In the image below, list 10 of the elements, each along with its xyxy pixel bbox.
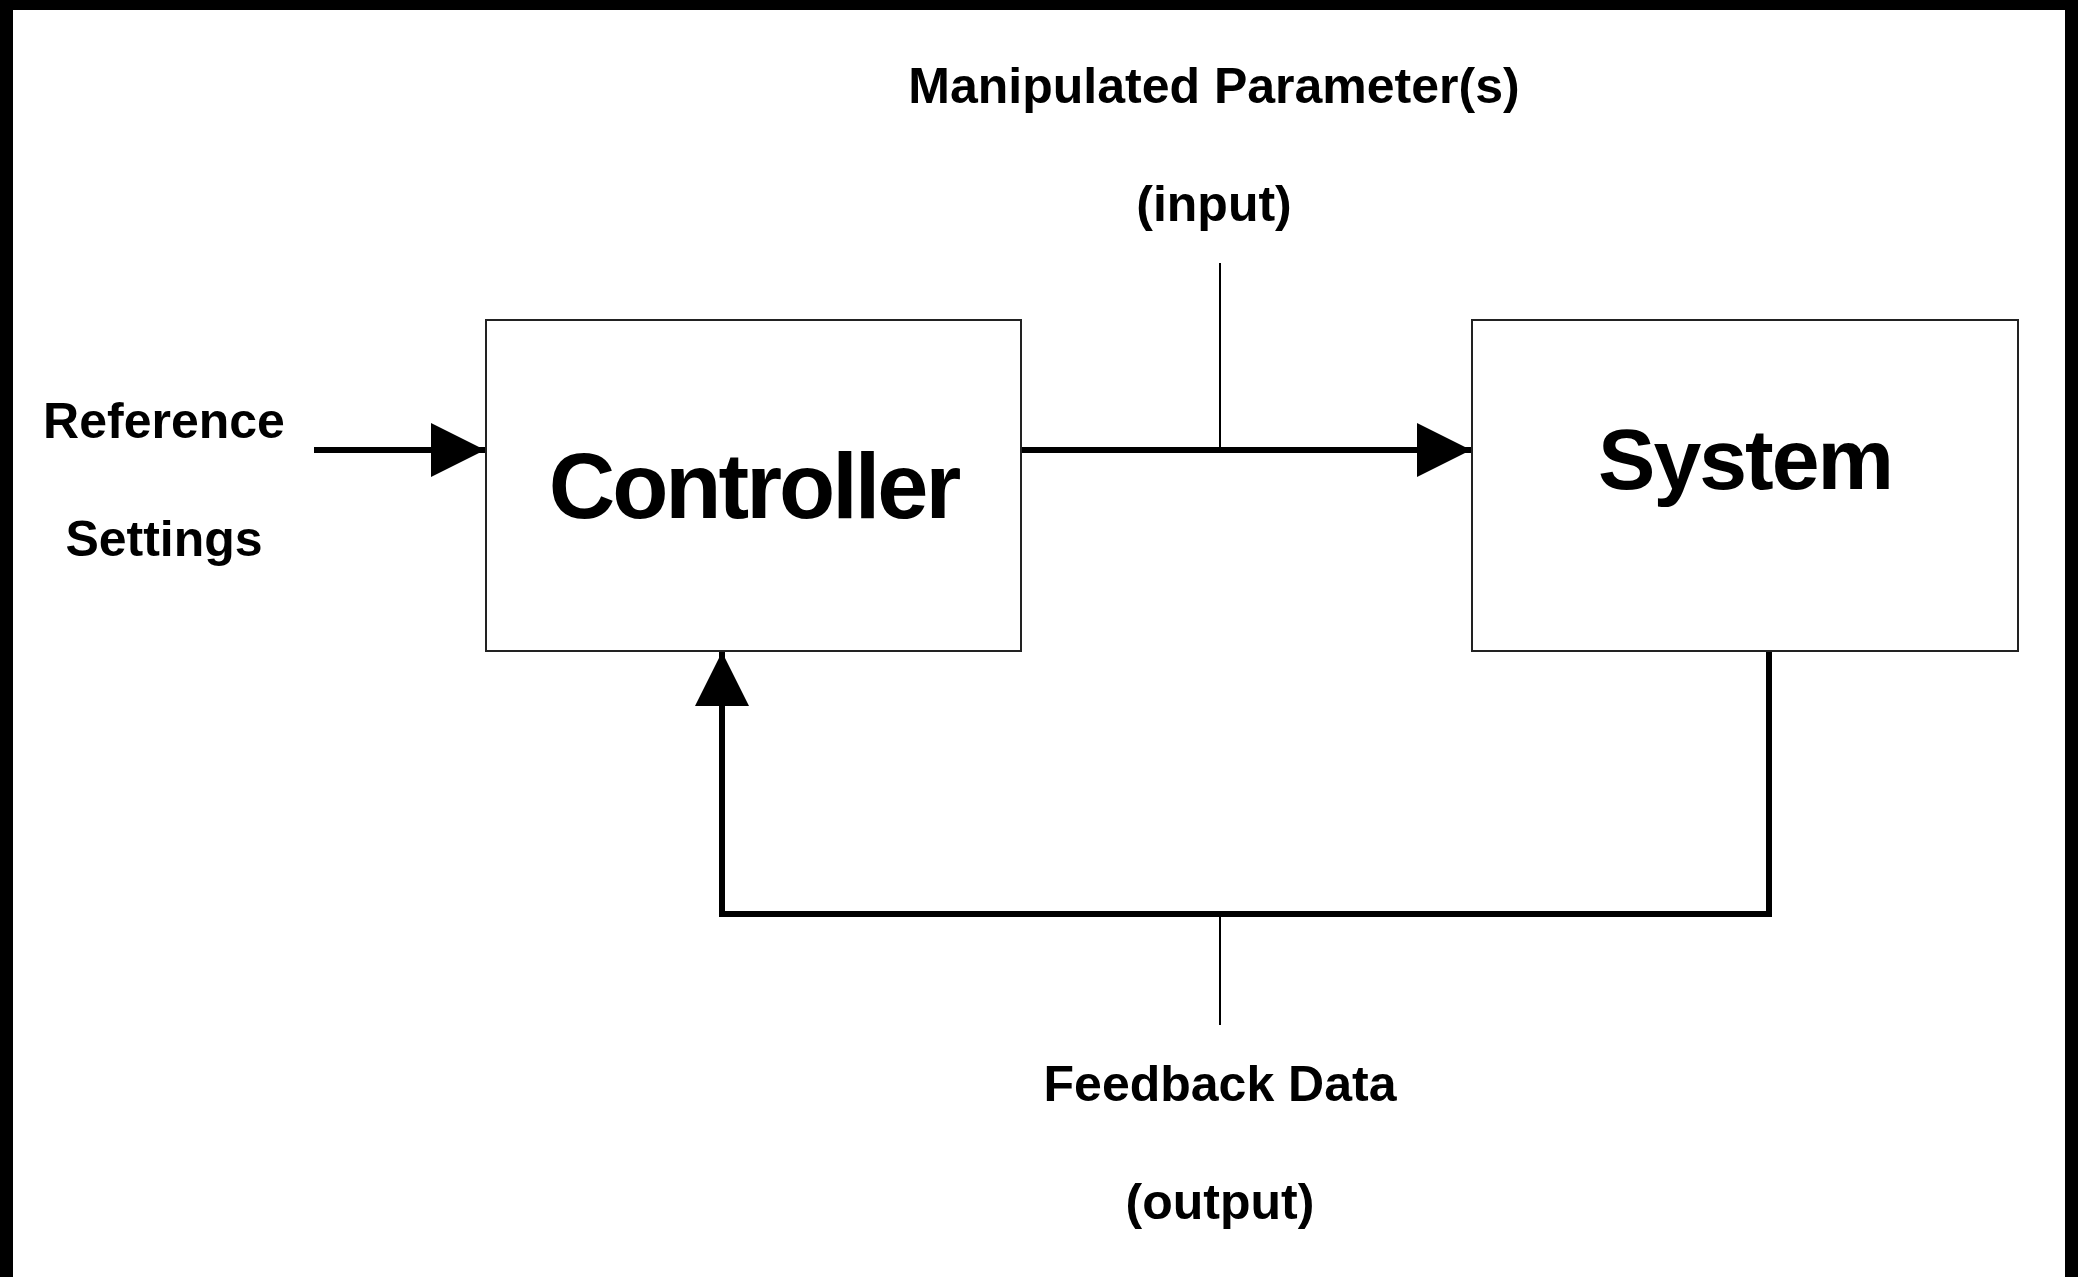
box-label: System [1598, 410, 1892, 509]
arrow [314, 423, 485, 477]
input-label: Reference Settings [42, 392, 286, 569]
system-box [1471, 319, 2019, 652]
arrow [1022, 423, 1471, 477]
arrow [695, 652, 1772, 917]
box-label: Controller [548, 433, 959, 539]
signal-label: Feedback Data (output) [1042, 1055, 1398, 1232]
controller-box [485, 319, 1022, 652]
signal-label: Manipulated Parameter(s) (input) [907, 57, 1521, 234]
